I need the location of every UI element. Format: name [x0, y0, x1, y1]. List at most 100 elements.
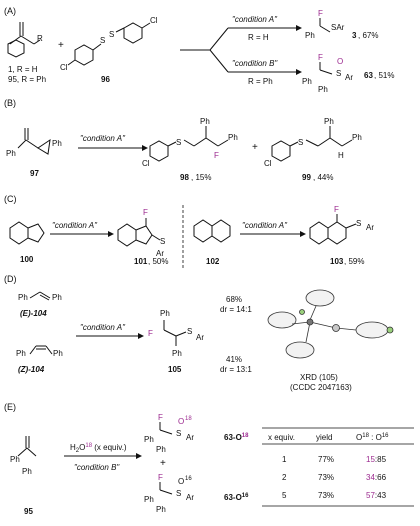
condition-a-r-label: R = H — [248, 33, 269, 42]
atom-f-98: F — [214, 151, 219, 160]
branch-arrow-a — [180, 25, 302, 75]
table-row-3-x: 5 — [282, 491, 287, 500]
atom-s-98: S — [176, 138, 181, 147]
compound-1-label: 1, R = H — [8, 65, 38, 74]
atom-cl1: Cl — [150, 16, 158, 25]
substrate-1-structure — [7, 22, 41, 58]
atom-ar-o16: Ar — [186, 493, 194, 502]
compound-96-label: 96 — [101, 75, 110, 84]
atom-ph-99: Ph — [324, 117, 334, 126]
atom-s-103: S — [356, 219, 361, 228]
atom-s-o16: S — [176, 489, 181, 498]
atom-ph-o16b: Ph — [156, 505, 166, 514]
compound-95-structure — [17, 436, 37, 457]
compound-95-label: 95, R = Ph — [8, 75, 46, 84]
product-103-structure — [309, 214, 357, 245]
product-98-structure — [149, 126, 229, 162]
atom-ph-105a: Ph — [160, 309, 170, 318]
product-3-yield: , 67% — [358, 31, 378, 40]
atom-ph-97a: Ph — [6, 149, 16, 158]
condition-c2-label: "condition A" — [242, 221, 288, 230]
condition-b-section-label: "condition A" — [80, 134, 126, 143]
compound-z104-label: (Z)-104 — [18, 365, 45, 374]
atom-cl2: Cl — [60, 63, 68, 72]
compound-95e-label: 95 — [24, 507, 33, 516]
isotope-16: 16 — [185, 476, 192, 482]
table-row-1-x: 1 — [282, 455, 287, 464]
bond-z104d — [45, 345, 53, 355]
table-row-3-yield: 73% — [318, 491, 334, 500]
bond-e104 — [29, 291, 41, 299]
atom-cl-99: Cl — [264, 159, 272, 168]
product-98-number: 98 — [180, 173, 189, 182]
product-98-yield: , 15% — [191, 173, 211, 182]
table-row-3-ratio: 57:43 — [366, 491, 387, 500]
atom-s-prod63: S — [336, 69, 341, 78]
section-tag-e: (E) — [4, 402, 16, 412]
compound-100-label: 100 — [20, 255, 34, 264]
atom-ar-101: Ar — [156, 249, 164, 258]
disulfide-96-structure — [67, 22, 151, 66]
atom-f-o18: F — [158, 413, 163, 422]
atom-ph-prod63-a: Ph — [302, 77, 312, 86]
bond-o16b — [159, 489, 173, 495]
atom-f-prod3: F — [318, 9, 323, 18]
section-tag-d: (D) — [4, 274, 17, 284]
atom-ph-95b: Ph — [22, 467, 32, 476]
compound-100-structure — [9, 221, 45, 245]
plus-sign-a: + — [58, 40, 64, 51]
atom-h-99: H — [338, 151, 344, 160]
atom-o-prod63: O — [337, 57, 343, 66]
r-group-label: R — [37, 34, 43, 43]
condition-a-label: "condition A" — [232, 15, 278, 24]
atom-ar-o18: Ar — [186, 433, 194, 442]
atom-ph-105b: Ph — [172, 349, 182, 358]
atom-ph-o16a: Ph — [144, 495, 154, 504]
condition-b-r-label: R = Ph — [248, 77, 273, 86]
bond-z104 — [29, 345, 37, 355]
table-row-1-ratio: 15:85 — [366, 455, 387, 464]
atom-ph-99b: Ph — [352, 133, 362, 142]
atom-ph-o18b: Ph — [156, 445, 166, 454]
xrd-structure-image — [267, 289, 394, 359]
compound-102-label: 102 — [206, 257, 220, 266]
compound-97-label: 97 — [30, 169, 39, 178]
product-63-o16-label: 63-O16 — [224, 493, 249, 502]
result-top-dr: dr = 14:1 — [220, 305, 252, 314]
table-row-2-x: 2 — [282, 473, 287, 482]
result-bot-yield: 41% — [226, 355, 242, 364]
atom-ph-z104a: Ph — [16, 349, 26, 358]
condition-d-label: "condition A" — [80, 323, 126, 332]
atom-s-105: S — [187, 327, 192, 336]
product-101-yield: , 50% — [148, 257, 168, 266]
product-63-number: 63 — [364, 71, 373, 80]
atom-ph-95a: Ph — [10, 455, 20, 464]
product-101-structure — [117, 218, 161, 247]
bond-e104c — [39, 294, 50, 301]
result-top-yield: 68% — [226, 295, 242, 304]
table-header-x: x equiv. — [268, 433, 295, 442]
atom-o-o18: O — [178, 417, 184, 426]
plus-sign-e: + — [160, 458, 166, 469]
compound-102-structure — [193, 219, 231, 243]
atom-s-99: S — [298, 138, 303, 147]
atom-ph-98b: Ph — [228, 133, 238, 142]
atom-ar-103: Ar — [366, 223, 374, 232]
atom-ar-prod63: Ar — [345, 73, 353, 82]
table-row-1-yield: 77% — [318, 455, 334, 464]
section-tag-b: (B) — [4, 98, 16, 108]
condition-e-label: "condition B" — [74, 463, 120, 472]
atom-ph-98: Ph — [200, 117, 210, 126]
product-99-structure — [271, 126, 353, 162]
arrow-d-head — [138, 333, 144, 339]
atom-sar-prod3: SAr — [331, 23, 345, 32]
product-101-number: 101 — [134, 257, 148, 266]
atom-ph-o18a: Ph — [144, 435, 154, 444]
atom-s-o18: S — [176, 429, 181, 438]
atom-f-103: F — [334, 205, 339, 214]
atom-ph-prod63-b: Ph — [318, 85, 328, 94]
product-99-number: 99 — [302, 173, 311, 182]
compound-97-structure — [17, 128, 51, 155]
bond-o18b — [159, 429, 173, 435]
ccdc-label: (CCDC 2047163) — [290, 383, 352, 392]
